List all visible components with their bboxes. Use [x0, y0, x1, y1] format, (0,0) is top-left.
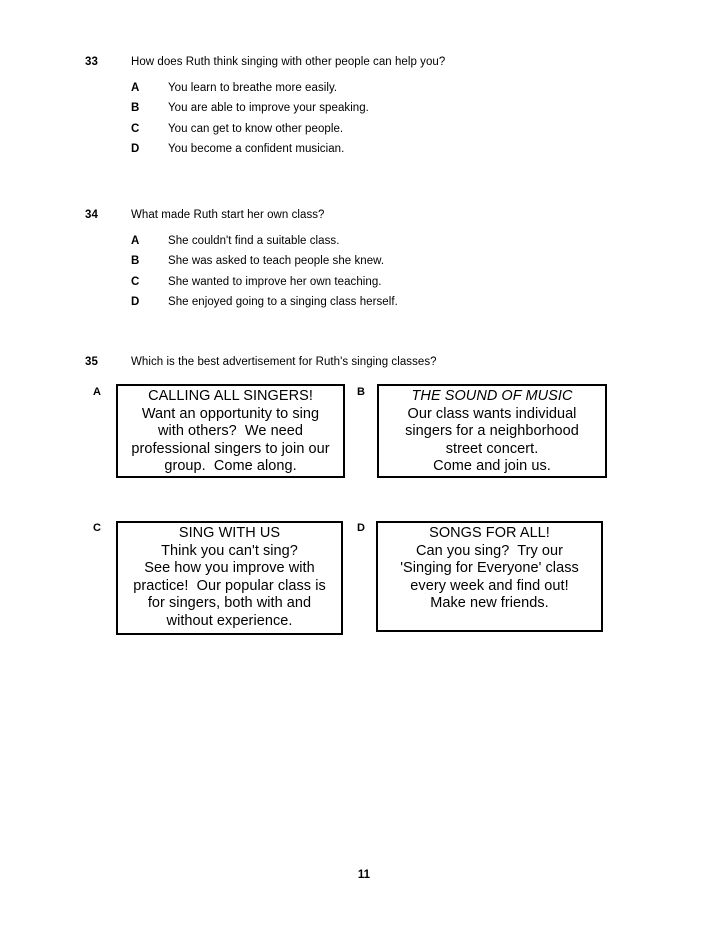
ad-label-a: A: [93, 386, 101, 398]
ad-line: practice! Our popular class is: [133, 577, 326, 594]
ad-line: Our class wants individual: [407, 405, 577, 422]
ad-line: 'Singing for Everyone' class: [400, 560, 579, 577]
question-33: 33 How does Ruth think singing with othe…: [85, 55, 645, 155]
question-number: 34: [85, 209, 98, 221]
ad-line: Think you can't sing?: [161, 542, 298, 559]
ad-line: Want an opportunity to sing: [141, 405, 320, 422]
question-stem-row: 33 How does Ruth think singing with othe…: [85, 55, 645, 75]
option-text: She was asked to teach people she knew.: [168, 255, 385, 268]
ad-label-b: B: [357, 386, 365, 398]
ad-line: professional singers to join our: [131, 440, 330, 457]
ad-line: CALLING ALL SINGERS!: [148, 388, 313, 404]
ad-line: THE SOUND OF MUSIC: [411, 388, 573, 404]
option-row-a[interactable]: A She couldn't find a suitable class.: [131, 234, 631, 254]
option-list: A You learn to breathe more easily. B Yo…: [131, 81, 631, 163]
ad-line: Can you sing? Try our: [416, 542, 563, 559]
ad-line: with others? We need: [157, 423, 304, 440]
option-text: She enjoyed going to a singing class her…: [168, 296, 398, 309]
option-row-b[interactable]: B She was asked to teach people she knew…: [131, 254, 631, 274]
question-stem: What made Ruth start her own class?: [131, 209, 325, 221]
option-text: You become a confident musician.: [168, 143, 345, 156]
ad-line: See how you improve with: [144, 560, 315, 577]
question-34: 34 What made Ruth start her own class? A…: [85, 208, 645, 308]
page-number: 11: [357, 869, 371, 881]
option-letter: B: [131, 255, 140, 268]
ad-label-c: C: [93, 522, 101, 534]
option-letter: C: [131, 122, 140, 135]
option-row-b[interactable]: B You are able to improve your speaking.: [131, 101, 631, 121]
option-text: She wanted to improve her own teaching.: [168, 275, 382, 288]
question-number: 35: [85, 356, 98, 368]
question-35: 35 Which is the best advertisement for R…: [85, 355, 645, 375]
ad-line: SONGS FOR ALL!: [429, 525, 550, 541]
option-letter: D: [131, 296, 140, 309]
option-letter: A: [131, 82, 140, 94]
question-stem-row: 34 What made Ruth start her own class?: [85, 208, 645, 228]
ad-line: every week and find out!: [410, 577, 569, 594]
ad-line: group. Come along.: [164, 458, 297, 475]
question-stem: Which is the best advertisement for Ruth…: [131, 356, 437, 368]
option-list: A She couldn't find a suitable class. B …: [131, 234, 631, 316]
option-text: She couldn't find a suitable class.: [168, 235, 340, 247]
question-stem-row: 35 Which is the best advertisement for R…: [85, 355, 645, 375]
ad-option-a[interactable]: CALLING ALL SINGERS! Want an opportunity…: [116, 384, 345, 478]
ad-option-c[interactable]: SING WITH US Think you can't sing? See h…: [116, 521, 343, 635]
ad-label-d: D: [357, 522, 365, 534]
option-letter: C: [131, 275, 140, 288]
option-letter: A: [131, 235, 140, 247]
question-number: 33: [85, 56, 98, 68]
ad-line: Come and join us.: [433, 458, 551, 475]
ad-line: street concert.: [445, 440, 539, 457]
ad-line: singers for a neighborhood: [405, 423, 579, 440]
option-text: You are able to improve your speaking.: [168, 102, 369, 115]
option-text: You learn to breathe more easily.: [168, 82, 338, 94]
option-row-a[interactable]: A You learn to breathe more easily.: [131, 81, 631, 101]
option-text: You can get to know other people.: [168, 122, 344, 135]
option-letter: D: [131, 143, 140, 156]
option-row-d[interactable]: D She enjoyed going to a singing class h…: [131, 295, 631, 315]
option-letter: B: [131, 102, 140, 115]
question-stem: How does Ruth think singing with other p…: [131, 56, 446, 68]
ad-line: without experience.: [166, 612, 293, 629]
option-row-c[interactable]: C You can get to know other people.: [131, 122, 631, 142]
ad-option-b[interactable]: THE SOUND OF MUSIC Our class wants indiv…: [377, 384, 607, 478]
ad-line: Make new friends.: [430, 595, 549, 612]
option-row-c[interactable]: C She wanted to improve her own teaching…: [131, 275, 631, 295]
ad-option-d[interactable]: SONGS FOR ALL! Can you sing? Try our 'Si…: [376, 521, 603, 632]
ad-line: SING WITH US: [178, 525, 281, 541]
ad-line: for singers, both with and: [147, 595, 312, 612]
option-row-d[interactable]: D You become a confident musician.: [131, 142, 631, 162]
